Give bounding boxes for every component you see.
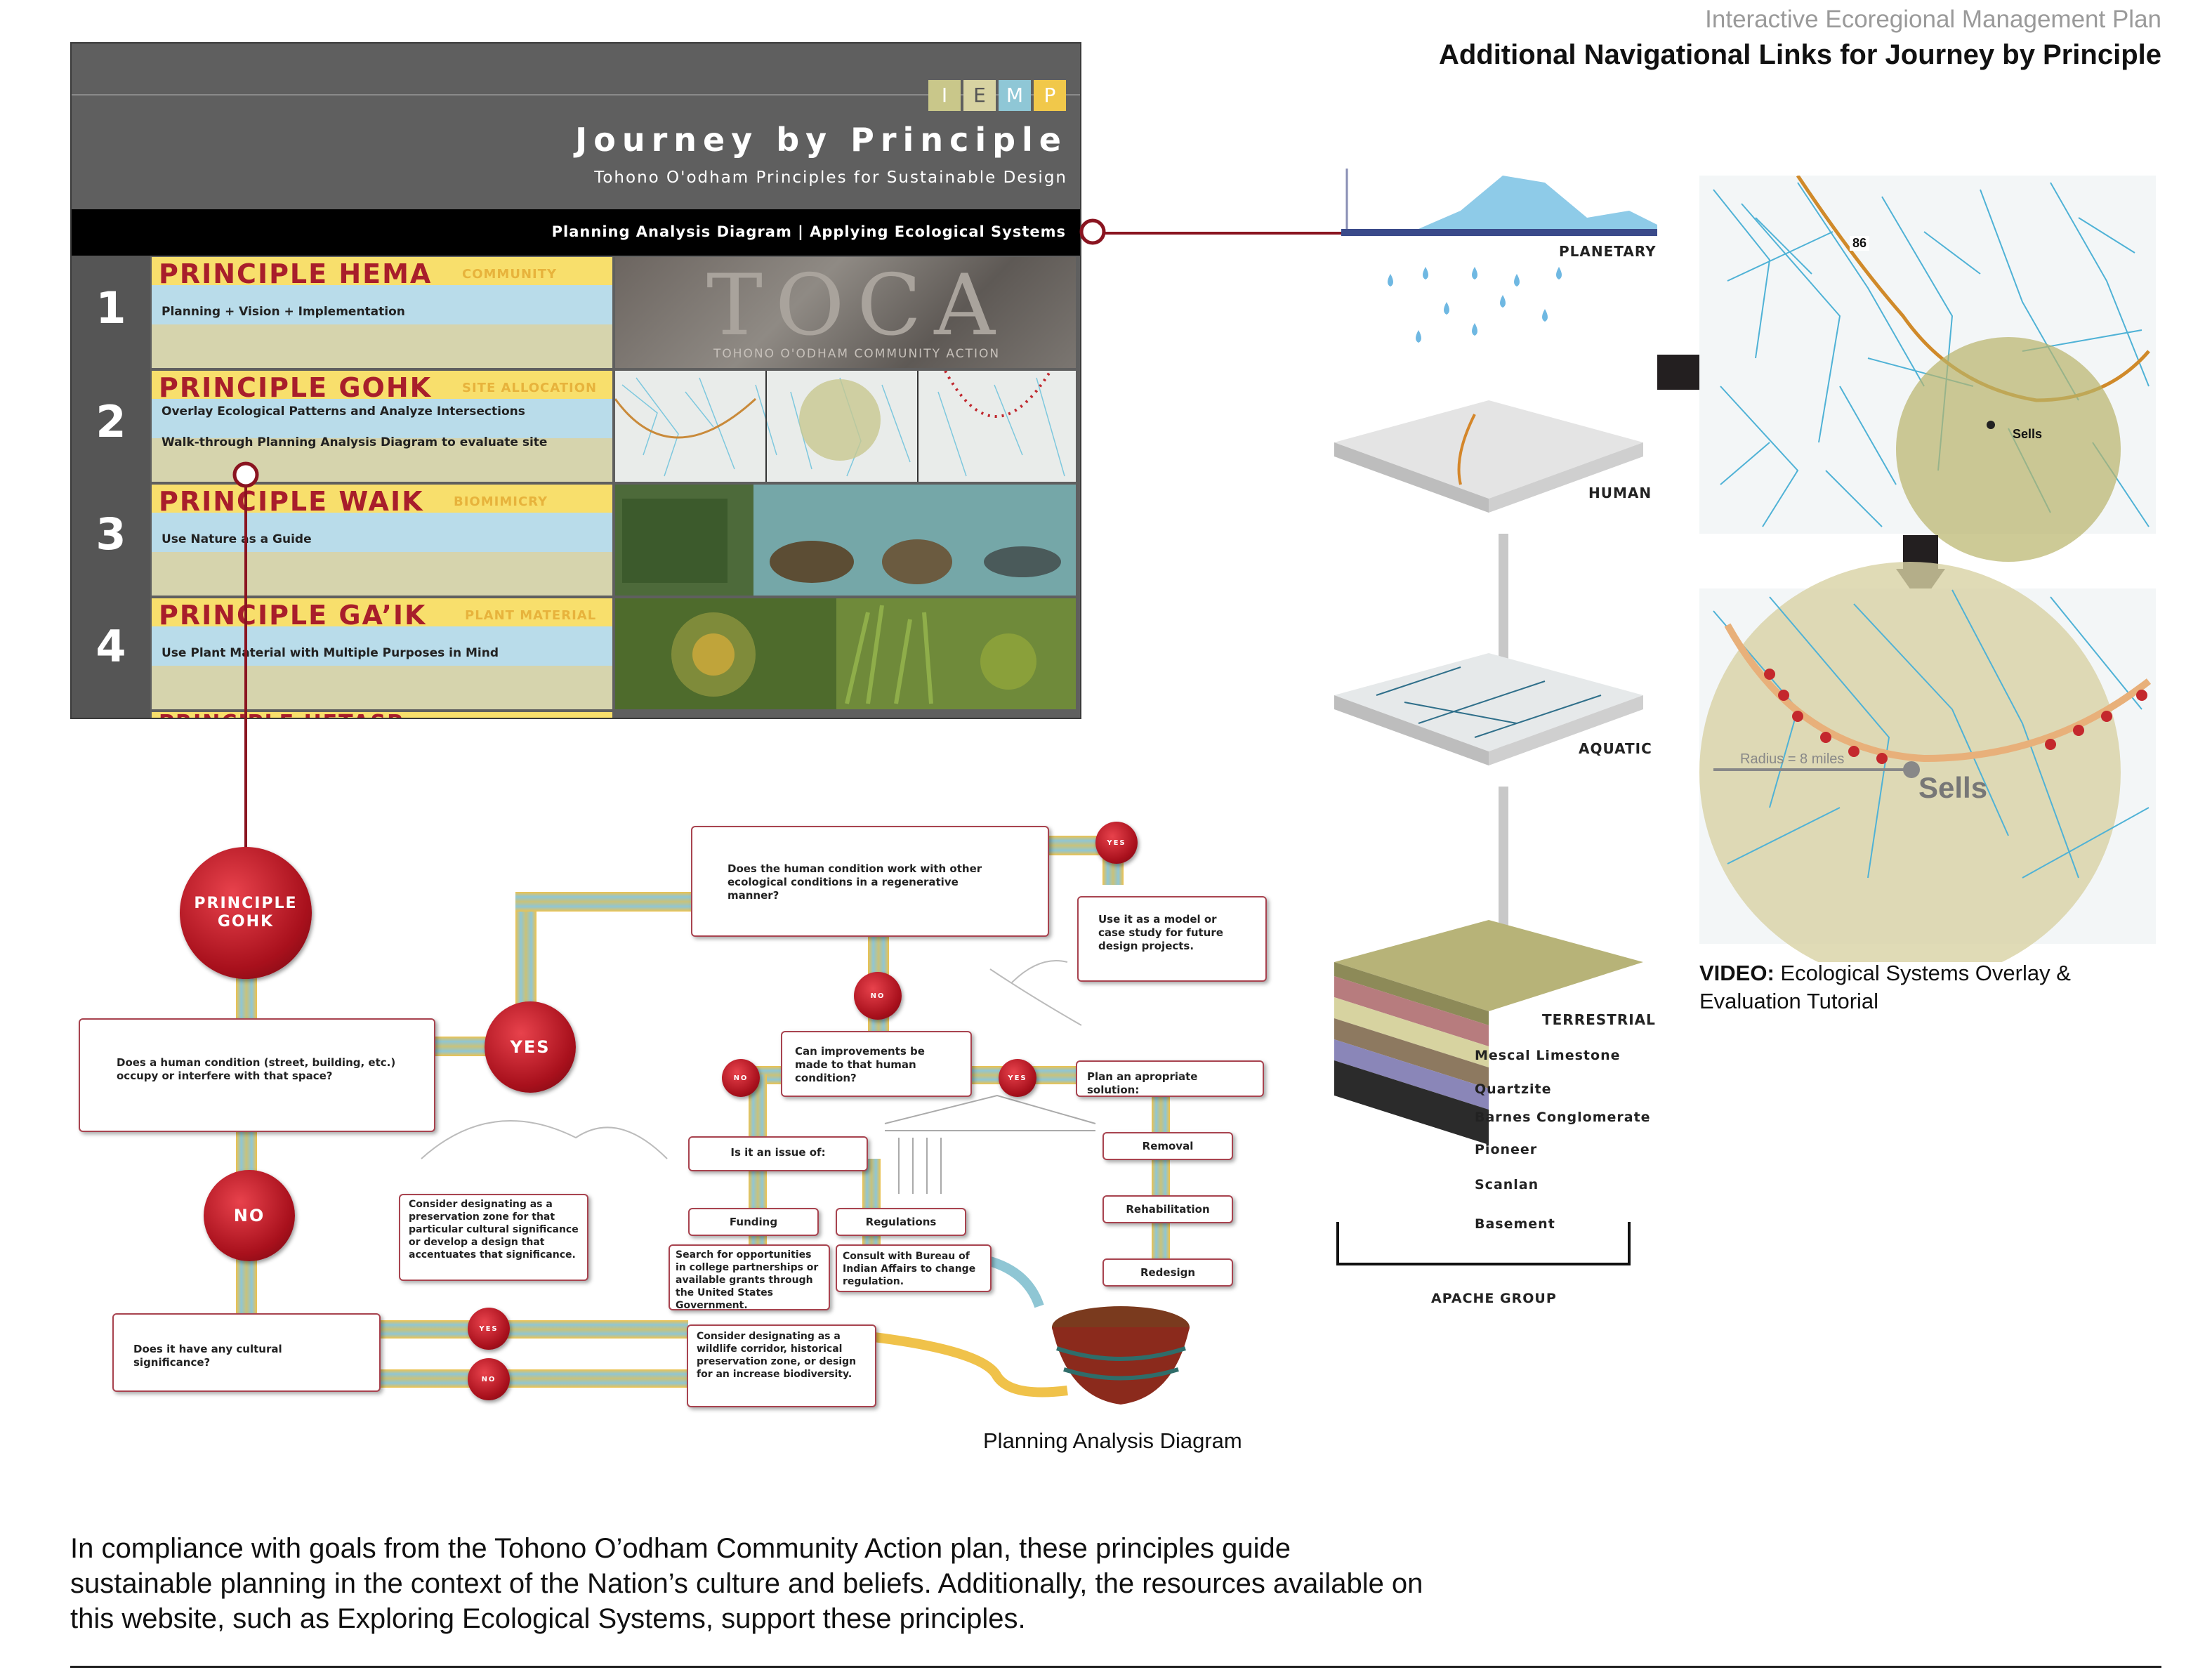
geology-barnes-conglomerate: Barnes Conglomerate — [1475, 1110, 1651, 1125]
no-node-small[interactable]: NO — [854, 972, 902, 1020]
site-subtitle: Tohono O'odham Principles for Sustainabl… — [594, 169, 1067, 187]
number-column — [72, 256, 150, 718]
principle-name: PRINCIPLE HEMA — [159, 258, 433, 289]
principle-ball-line1: PRINCIPLE — [194, 895, 298, 912]
issue-regulations[interactable]: Regulations — [836, 1208, 966, 1236]
logo-letter-e: E — [963, 80, 996, 111]
principle-row-waik[interactable]: PRINCIPLE WAIK BIOMIMICRY Use Nature as … — [152, 485, 612, 596]
video-label: VIDEO: — [1699, 961, 1775, 985]
principle-tag: BIOMIMICRY — [454, 494, 548, 509]
biomimicry-image[interactable] — [615, 485, 1076, 596]
principle-number-1: 1 — [96, 282, 126, 334]
site-nav-bar: Planning Analysis Diagram | Applying Eco… — [72, 209, 1080, 256]
ecological-layers-graphic — [1334, 169, 1657, 1265]
plant-thumbs — [671, 605, 1036, 704]
principle-gohk-node[interactable]: PRINCIPLE GOHK — [180, 847, 312, 979]
animal-thumbs — [622, 499, 1061, 584]
geology-basement: Basement — [1475, 1216, 1555, 1232]
layer-label-terrestrial: TERRESTRIAL — [1542, 1011, 1656, 1028]
logo-letter-i: I — [928, 80, 961, 111]
town-label-large: Sells — [1918, 771, 1988, 804]
document-subtitle: Interactive Ecoregional Management Plan — [1705, 6, 2161, 33]
solution-rehabilitation[interactable]: Rehabilitation — [1102, 1195, 1233, 1223]
principle-ball-line2: GOHK — [217, 913, 275, 930]
question-improvements[interactable]: Can improvements be made to that human c… — [781, 1031, 972, 1097]
toca-subtext: TOHONO O'ODHAM COMMUNITY ACTION — [713, 347, 1001, 361]
yes-node-small[interactable]: YES — [468, 1308, 510, 1350]
yes-node-small[interactable]: YES — [1095, 822, 1138, 864]
principle-name: PRINCIPLE HETASP — [159, 712, 404, 718]
iemp-logo: I E M P — [928, 80, 1066, 111]
principle-name: PRINCIPLE GA’IK — [159, 600, 427, 631]
question-issue-of[interactable]: Is it an issue of: — [688, 1136, 868, 1171]
footer-rule — [70, 1666, 2161, 1668]
cultural-yes-action[interactable]: Consider designating as a preservation z… — [399, 1194, 588, 1281]
question-regenerative[interactable]: Does the human condition work with other… — [691, 826, 1049, 937]
answer-model-case-study[interactable]: Use it as a model or case study for futu… — [1077, 896, 1267, 982]
logo-letter-p: P — [1034, 80, 1066, 111]
toca-text: TOCA — [706, 257, 1008, 355]
video-caption[interactable]: VIDEO: Ecological Systems Overlay & Eval… — [1699, 959, 2163, 1015]
header-rule — [72, 94, 1080, 96]
geology-pioneer: Pioneer — [1475, 1142, 1538, 1157]
layer-label-planetary: PLANETARY — [1559, 243, 1657, 260]
principle-number-4: 4 — [96, 621, 126, 672]
principle-row-hetasp[interactable]: PRINCIPLE HETASP — [152, 712, 612, 718]
layer-label-human: HUMAN — [1588, 485, 1652, 501]
principle-tag: PLANT MATERIAL — [465, 608, 597, 623]
plant-material-image[interactable] — [615, 598, 1076, 709]
map-graphics — [1657, 176, 2156, 962]
logo-letter-m: M — [999, 80, 1031, 111]
principle-desc: Planning + Vision + Implementation — [162, 305, 405, 319]
solution-removal[interactable]: Removal — [1102, 1132, 1233, 1160]
overlay-map-image[interactable] — [615, 371, 1076, 482]
principle-tag: SITE ALLOCATION — [462, 381, 598, 395]
cultural-no-action[interactable]: Consider designating as a wildlife corri… — [687, 1324, 876, 1407]
nav-link-planning-analysis[interactable]: Planning Analysis Diagram | Applying Eco… — [551, 223, 1066, 240]
issue-funding[interactable]: Funding — [688, 1208, 819, 1236]
town-label: Sells — [2013, 427, 2043, 441]
overlay-map-thumbs — [615, 371, 1065, 482]
geology-scanlan: Scanlan — [1475, 1177, 1539, 1192]
question-cultural-significance[interactable]: Does it have any cultural significance? — [112, 1313, 381, 1392]
radius-label: Radius = 8 miles — [1740, 751, 1845, 767]
document-title: Additional Navigational Links for Journe… — [1438, 39, 2161, 70]
principle-number-3: 3 — [96, 508, 126, 560]
principle-desc: Overlay Ecological Patterns and Analyze … — [162, 405, 525, 419]
principle-name: PRINCIPLE GOHK — [159, 372, 433, 403]
principle-tag: COMMUNITY — [462, 267, 558, 282]
solution-redesign[interactable]: Redesign — [1102, 1258, 1233, 1287]
website-screenshot: I E M P Journey by Principle Tohono O'od… — [70, 42, 1081, 719]
yes-node[interactable]: YES — [485, 1001, 576, 1093]
principle-row-gohk[interactable]: PRINCIPLE GOHK SITE ALLOCATION Overlay E… — [152, 371, 612, 482]
site-title: Journey by Principle — [575, 121, 1067, 159]
no-node[interactable]: NO — [204, 1170, 295, 1261]
no-node-small[interactable]: NO — [468, 1358, 510, 1400]
plan-solution[interactable]: Plan an apropriate solution: — [1076, 1060, 1264, 1097]
principle-row-hema[interactable]: PRINCIPLE HEMA COMMUNITY Planning + Visi… — [152, 257, 612, 368]
highway-marker: 86 — [1850, 236, 1870, 251]
description-paragraph: In compliance with goals from the Tohono… — [70, 1533, 1423, 1634]
question-human-condition[interactable]: Does a human condition (street, building… — [79, 1018, 435, 1132]
principle-desc: Use Nature as a Guide — [162, 532, 312, 546]
diagram-caption: Planning Analysis Diagram — [983, 1428, 1242, 1453]
principle-desc-link[interactable]: Walk-through Planning Analysis Diagram t… — [162, 435, 548, 449]
toca-sign-image[interactable]: TOCA TOHONO O'ODHAM COMMUNITY ACTION — [615, 257, 1076, 368]
yes-node-small[interactable]: YES — [999, 1059, 1036, 1097]
funding-action[interactable]: Search for opportunities in college part… — [669, 1244, 830, 1311]
principle-number-2: 2 — [96, 396, 126, 447]
geology-mescal-limestone: Mescal Limestone — [1475, 1048, 1621, 1063]
layer-label-aquatic: AQUATIC — [1579, 740, 1652, 757]
video-title: Ecological Systems Overlay & Evaluation … — [1699, 961, 2071, 1013]
regulations-action[interactable]: Consult with Bureau of Indian Affairs to… — [836, 1244, 992, 1292]
apache-group-label: APACHE GROUP — [1431, 1291, 1557, 1306]
no-node-small[interactable]: NO — [722, 1059, 760, 1097]
geology-quartzite: Quartzite — [1475, 1081, 1552, 1097]
principle-name: PRINCIPLE WAIK — [159, 486, 424, 517]
